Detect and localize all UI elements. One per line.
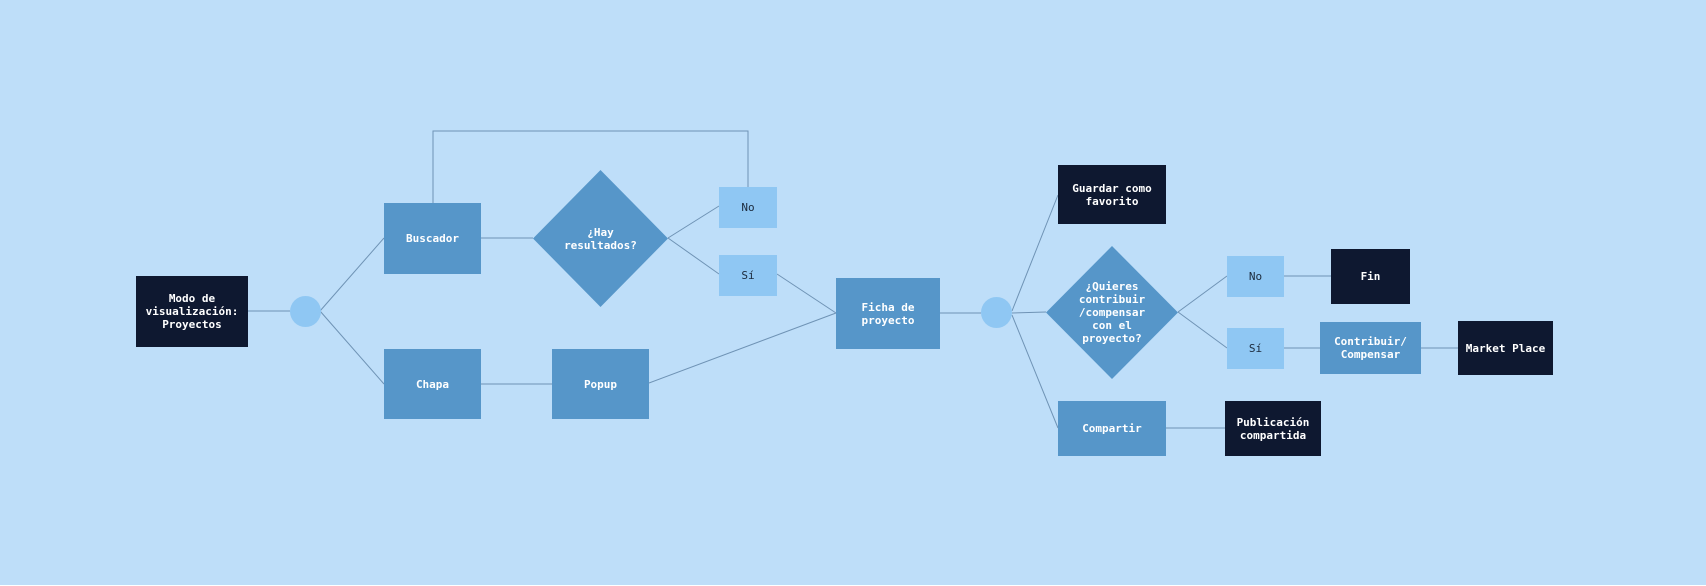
edge-junction-guardar	[1011, 194, 1059, 312]
node-si-resultados: Sí	[719, 255, 777, 296]
node-compartir: Compartir	[1058, 401, 1166, 456]
edge-junction-chapa	[319, 310, 385, 385]
junction-circle-left	[290, 296, 321, 327]
edge-popup-ficha	[648, 312, 837, 384]
node-modo-visualizacion: Modo de visualización: Proyectos	[136, 276, 248, 347]
node-chapa: Chapa	[384, 349, 481, 419]
diamond-shape	[1046, 246, 1178, 379]
node-popup: Popup	[552, 349, 649, 419]
node-publicacion-compartida: Publicación compartida	[1225, 401, 1321, 456]
decision-quieres-contribuir: ¿Quieres contribuir /compensar con el pr…	[1046, 246, 1178, 379]
node-no-resultados: No	[719, 187, 777, 228]
edge-si-ficha	[776, 273, 837, 314]
edge-no-loop-buscador	[432, 130, 749, 203]
edge-quieres-no	[1177, 275, 1228, 313]
edge-quieres-si	[1177, 311, 1228, 349]
node-no-contribuir: No	[1227, 256, 1284, 297]
node-contribuir-compensar: Contribuir/ Compensar	[1320, 322, 1421, 374]
decision-label: ¿Hay resultados?	[564, 225, 637, 252]
edge-junction-quieres	[1011, 311, 1047, 314]
node-ficha-proyecto: Ficha de proyecto	[836, 278, 940, 349]
diamond-shape	[533, 170, 668, 307]
node-buscador: Buscador	[384, 203, 481, 274]
edge-diamond-si	[667, 237, 720, 275]
decision-label: ¿Quieres contribuir /compensar con el pr…	[1078, 280, 1146, 345]
edge-diamond-no	[667, 205, 720, 239]
node-guardar-favorito: Guardar como favorito	[1058, 165, 1166, 224]
edge-junction-compartir	[1011, 314, 1059, 429]
decision-hay-resultados: ¿Hay resultados?	[533, 170, 668, 307]
node-si-contribuir: Sí	[1227, 328, 1284, 369]
edge-junction-buscador	[319, 237, 385, 312]
junction-circle-right	[981, 297, 1012, 328]
node-market-place: Market Place	[1458, 321, 1553, 375]
node-fin: Fin	[1331, 249, 1410, 304]
